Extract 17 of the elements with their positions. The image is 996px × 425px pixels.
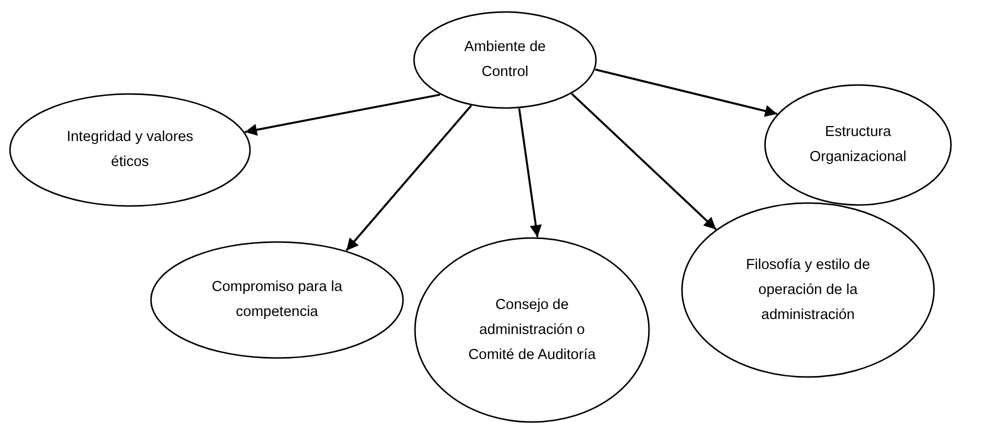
node-label: Consejo de administración o Comité de Auditoría bbox=[467, 296, 597, 364]
arrow bbox=[595, 68, 778, 117]
ellipse-node bbox=[9, 93, 251, 207]
node-label: Ambiente de Control bbox=[463, 38, 547, 82]
arrow bbox=[518, 108, 542, 238]
arrow bbox=[244, 94, 440, 136]
ellipse-node bbox=[681, 202, 935, 378]
ellipse-node bbox=[414, 237, 650, 423]
arrow bbox=[346, 104, 472, 252]
ellipse-node bbox=[764, 84, 952, 206]
ellipse-node bbox=[150, 241, 404, 359]
arrow bbox=[571, 93, 717, 230]
node-label: Integridad y valores éticos bbox=[66, 128, 194, 172]
node-label: Filosofía y estilo de operación de la administración bbox=[744, 256, 872, 324]
node-label: Estructura Organizacional bbox=[808, 123, 908, 167]
node-label: Compromiso para la competencia bbox=[210, 278, 344, 322]
ellipse-node bbox=[413, 11, 597, 109]
